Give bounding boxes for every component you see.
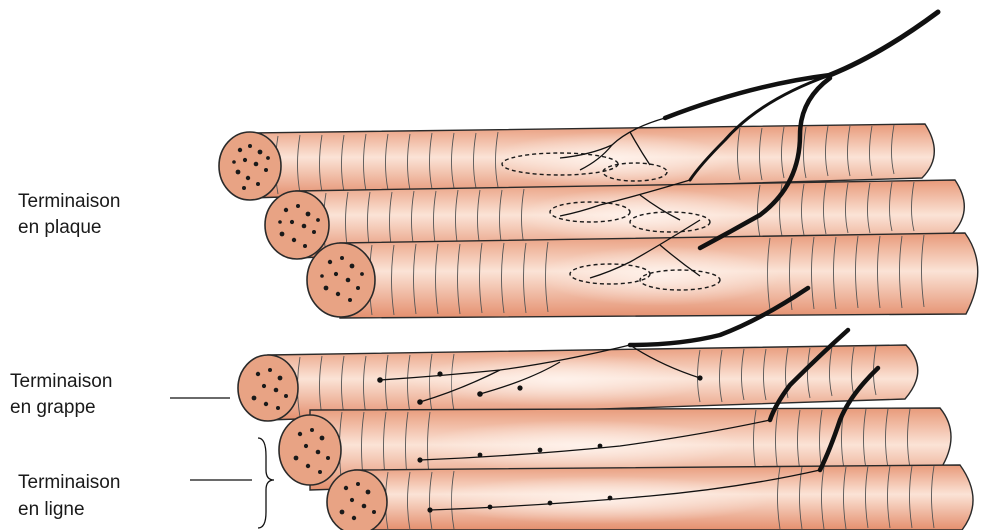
label-grappe-line1: Terminaison [10,371,112,392]
label-plaque-line2: en plaque [18,217,101,238]
label-ligne-line1: Terminaison [18,472,120,493]
muscle-fiber-ligne-2 [327,465,973,530]
muscle-fiber-plaque-3 [307,233,978,318]
label-grappe-line2: en grappe [10,397,96,418]
fiber-end-face [238,355,298,421]
nerve-trunk [830,12,938,75]
fiber-end-face [265,191,329,259]
fiber-end-face [219,132,281,200]
fiber-end-face [307,243,375,317]
label-plaque-line1: Terminaison [18,191,120,212]
brace-ligne [258,438,274,528]
fiber-end-face [279,415,341,485]
fiber-end-face [327,470,387,530]
muscle-fibers [219,124,978,530]
label-ligne-line2: en ligne [18,499,85,520]
labels: Terminaison en plaque Terminaison en gra… [10,191,120,520]
